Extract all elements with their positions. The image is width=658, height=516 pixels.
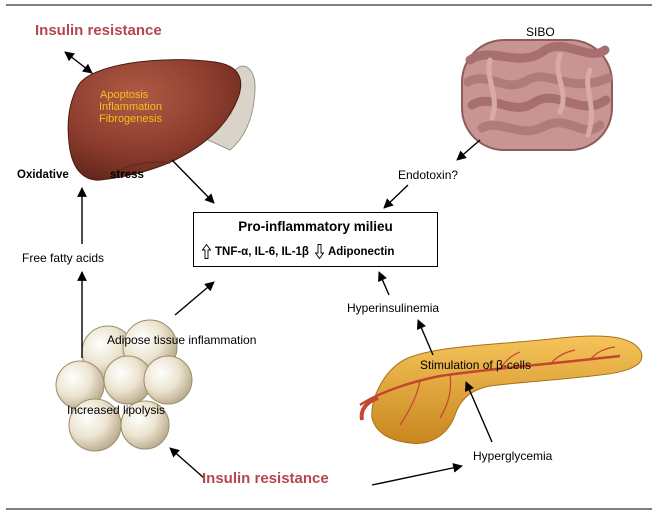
down-arrow-icon <box>314 244 324 259</box>
hyperinsulinemia-label: Hyperinsulinemia <box>347 301 440 315</box>
milieu-mediators: TNF-α, IL-6, IL-1β Adiponectin <box>202 244 394 259</box>
sibo-label: SIBO <box>526 25 555 39</box>
arrow-liver-insulin-resistance <box>64 51 93 74</box>
arrow-liver-to-milieu <box>171 159 215 204</box>
free-fatty-acids-label: Free fatty acids <box>22 251 105 265</box>
insulin-resistance-bottom-label: Insulin resistance <box>202 470 329 487</box>
arrow-hyperglycemia-to-beta-cells <box>465 381 493 443</box>
pro-inflammatory-milieu-box: Pro-inflammatory milieu TNF-α, IL-6, IL-… <box>193 212 438 267</box>
arrow-hyperinsulinemia-to-milieu <box>378 271 390 296</box>
arrow-beta-cells-to-hyperinsulinemia <box>416 319 434 356</box>
pancreas-illustration <box>359 335 643 444</box>
adipose-inflammation-label: Adipose tissue inflammation <box>107 333 257 347</box>
liver-inflammation-label: Inflammation <box>99 101 162 113</box>
increased-lipolysis-label: Increased lipolysis <box>67 403 166 417</box>
liver-illustration <box>67 59 256 181</box>
beta-cells-label: Stimulation of β-cells <box>420 358 531 372</box>
arrow-endotoxin-to-milieu <box>383 184 409 209</box>
adipose-cells-illustration <box>55 319 193 452</box>
arrow-insulin-resistance-to-lipolysis <box>169 447 205 479</box>
connector-arrows <box>64 51 493 486</box>
liver-fibrogenesis-label: Fibrogenesis <box>99 113 162 125</box>
stress-label: stress <box>110 169 144 181</box>
arrow-insulin-resistance-to-hyperglycemia <box>371 463 463 486</box>
insulin-resistance-top-label: Insulin resistance <box>35 22 162 39</box>
oxidative-label: Oxidative <box>17 169 69 181</box>
endotoxin-label: Endotoxin? <box>398 168 459 182</box>
liver-apoptosis-label: Apoptosis <box>100 89 149 101</box>
arrow-sibo-to-endotoxin <box>456 139 481 161</box>
arrow-adipose-to-milieu <box>174 281 215 316</box>
hyperglycemia-label: Hyperglycemia <box>473 449 553 463</box>
milieu-title: Pro-inflammatory milieu <box>238 219 393 234</box>
cytokines-label: TNF-α, IL-6, IL-1β <box>215 245 309 258</box>
intestine-illustration <box>461 39 613 151</box>
up-arrow-icon <box>202 244 211 259</box>
adiponectin-label: Adiponectin <box>327 245 395 258</box>
